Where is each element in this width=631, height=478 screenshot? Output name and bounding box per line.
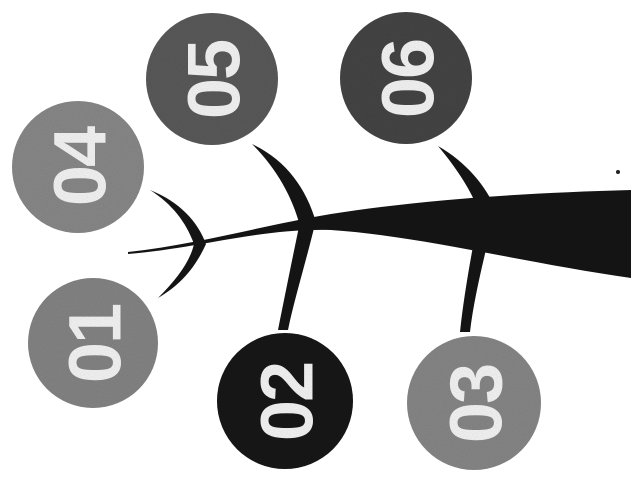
bone-to-node-05	[252, 144, 316, 226]
node-04: 04	[12, 101, 144, 233]
node-06: 06	[340, 12, 472, 144]
node-05-label: 05	[173, 40, 256, 119]
speck-mark	[616, 170, 620, 174]
node-03: 03	[407, 336, 541, 470]
node-01: 01	[28, 278, 158, 408]
fishbone-head	[150, 190, 206, 298]
node-02-label: 02	[246, 363, 329, 441]
node-01-label: 01	[54, 304, 137, 383]
fishbone-spine	[128, 190, 631, 278]
node-02: 02	[217, 333, 353, 469]
node-04-label: 04	[39, 126, 122, 206]
node-06-label: 06	[367, 40, 450, 118]
bone-to-node-02	[278, 220, 316, 330]
node-03-label: 03	[435, 365, 518, 443]
node-05: 05	[146, 13, 278, 145]
